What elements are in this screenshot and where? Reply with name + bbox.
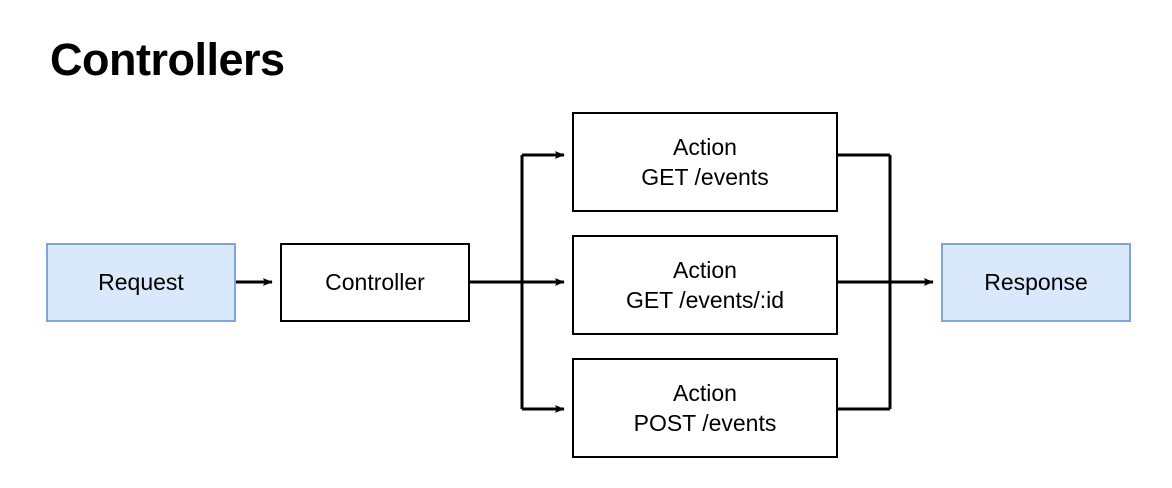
node-request[interactable]: Request [46,243,236,322]
node-action-label: Action [673,133,737,160]
node-controller-label: Controller [325,269,425,296]
node-action-label: Action [673,256,737,283]
node-action-detail: GET /events/:id [625,287,785,313]
node-controller[interactable]: Controller [280,243,470,322]
node-action-detail: GET /events [641,164,769,190]
page-title: Controllers [50,34,285,85]
node-action-get-events[interactable]: Action GET /events [572,112,838,212]
node-action-get-events-id[interactable]: Action GET /events/:id [572,235,838,335]
node-response[interactable]: Response [941,243,1131,322]
node-action-post-events[interactable]: Action POST /events [572,358,838,458]
node-request-label: Request [98,269,184,296]
node-response-label: Response [984,269,1088,296]
node-action-label: Action [673,379,737,406]
node-action-detail: POST /events [633,410,777,436]
